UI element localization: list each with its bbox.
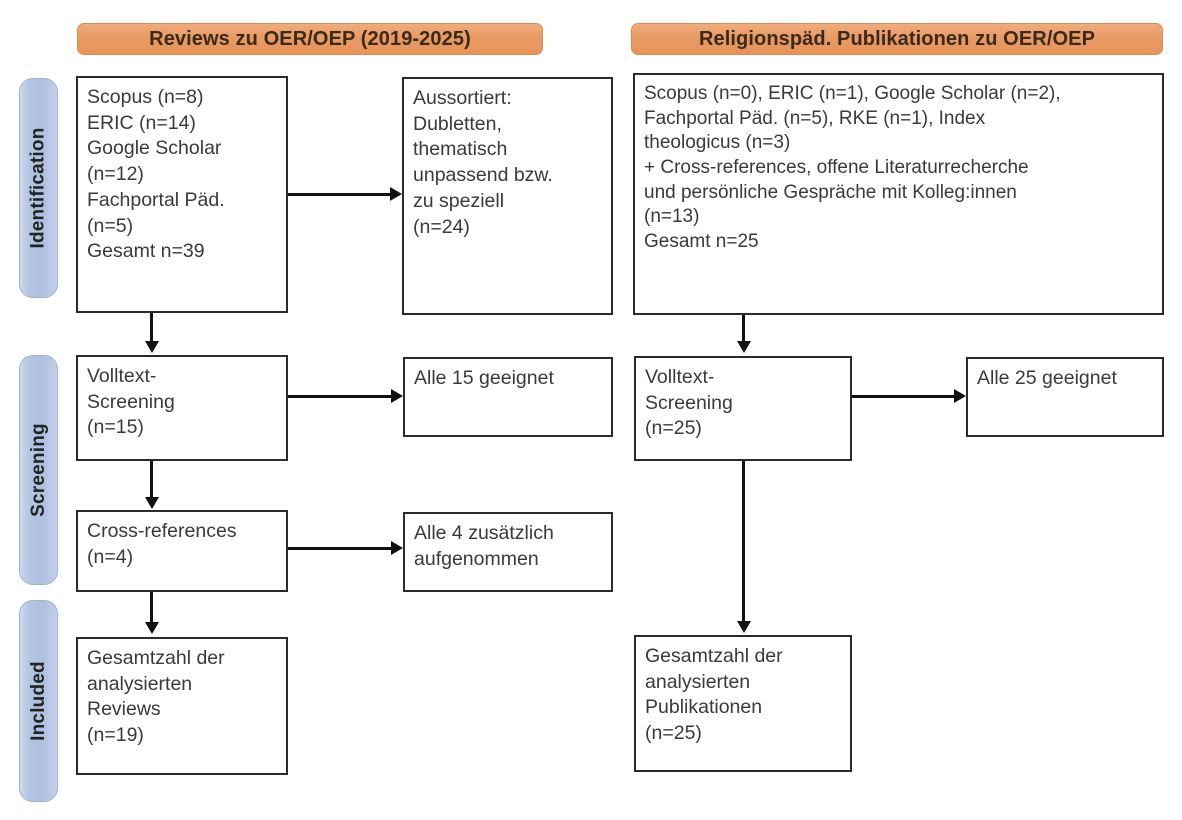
connector-left-screening-to-crossrefs xyxy=(150,461,153,499)
connector-left-crossrefs-to-included xyxy=(150,592,153,624)
box-left-identification-sources: Scopus (n=8) ERIC (n=14) Google Scholar … xyxy=(76,76,288,313)
connector-right-sources-to-screening xyxy=(742,315,745,343)
connector-left-sources-to-excluded xyxy=(288,193,390,196)
arrowhead-left-screening-to-result xyxy=(391,389,403,403)
column-header-religionspaed-label: Religionspäd. Publikationen zu OER/OEP xyxy=(698,27,1096,50)
arrowhead-left-screening-to-crossrefs xyxy=(145,497,159,509)
column-header-reviews-label: Reviews zu OER/OEP (2019-2025) xyxy=(149,27,471,50)
stage-pill-screening-label: Screening xyxy=(27,423,49,517)
box-left-cross-references-result: Alle 4 zusätzlich aufgenommen xyxy=(403,512,613,592)
box-left-excluded: Aussortiert: Dubletten, thematisch unpas… xyxy=(402,77,613,315)
connector-right-screening-to-result xyxy=(852,395,954,398)
box-right-included-total: Gesamtzahl der analysierten Publikatione… xyxy=(634,635,852,772)
box-right-identification-sources: Scopus (n=0), ERIC (n=1), Google Scholar… xyxy=(633,73,1164,315)
connector-left-screening-to-result xyxy=(288,395,391,398)
column-header-reviews: Reviews zu OER/OEP (2019-2025) xyxy=(77,23,543,55)
connector-right-screening-to-included xyxy=(742,461,745,623)
arrowhead-left-sources-to-screening xyxy=(145,341,159,353)
stage-pill-included-label: Included xyxy=(27,661,49,741)
arrowhead-left-crossrefs-to-included xyxy=(145,622,159,634)
box-left-fulltext-screening: Volltext- Screening (n=15) xyxy=(76,355,288,461)
connector-left-crossrefs-to-result xyxy=(288,547,391,550)
stage-pill-identification-label: Identification xyxy=(27,127,49,249)
box-right-fulltext-screening: Volltext- Screening (n=25) xyxy=(634,356,852,461)
column-header-religionspaed: Religionspäd. Publikationen zu OER/OEP xyxy=(631,23,1163,55)
arrowhead-right-sources-to-screening xyxy=(737,341,751,353)
stage-pill-screening: Screening xyxy=(19,355,58,585)
arrowhead-right-screening-to-result xyxy=(954,389,966,403)
arrowhead-left-crossrefs-to-result xyxy=(391,541,403,555)
box-left-fulltext-result: Alle 15 geeignet xyxy=(403,357,613,437)
box-left-cross-references: Cross-references (n=4) xyxy=(76,510,288,592)
stage-pill-identification: Identification xyxy=(19,78,58,298)
stage-pill-included: Included xyxy=(19,600,58,802)
box-left-included-total: Gesamtzahl der analysierten Reviews (n=1… xyxy=(76,637,288,775)
connector-left-sources-to-screening xyxy=(150,313,153,343)
box-right-fulltext-result: Alle 25 geeignet xyxy=(966,357,1164,437)
arrowhead-right-screening-to-included xyxy=(737,621,751,633)
arrowhead-left-sources-to-excluded xyxy=(390,187,402,201)
